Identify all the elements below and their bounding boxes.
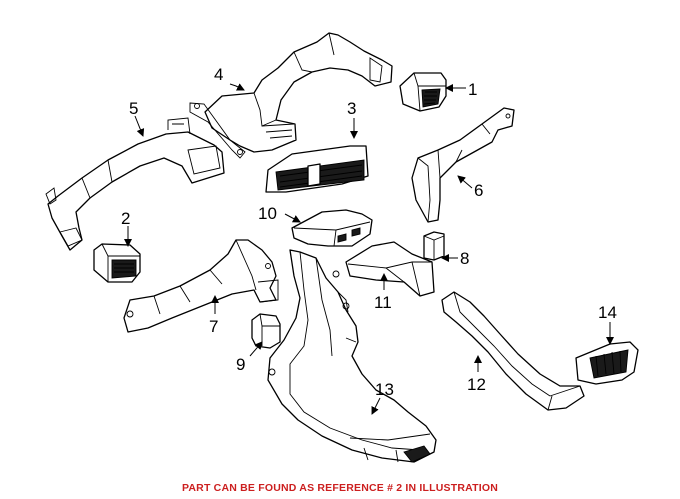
part-1-vent[interactable] [399,72,447,112]
callout-14: 14 [598,303,617,322]
part-3-center-vent[interactable] [265,145,369,193]
part-9-block[interactable] [251,313,281,349]
part-8-connector[interactable] [423,231,445,261]
leader-10 [284,213,301,223]
callout-8: 8 [460,249,469,268]
leader-4 [229,83,245,91]
leader-lines [124,83,614,415]
part-10-duct[interactable] [291,209,373,247]
leader-5 [134,115,145,137]
leader-13 [371,397,381,415]
part-14-vent[interactable] [575,341,639,385]
part-11-duct[interactable] [345,241,435,297]
reference-caption: PART CAN BE FOUND AS REFERENCE # 2 IN IL… [181,482,499,494]
part-5-left-duct[interactable] [45,117,225,251]
part-7-left-lower-duct[interactable] [123,239,279,333]
callout-1: 1 [468,80,477,99]
callout-9: 9 [236,355,245,374]
callout-7: 7 [209,317,218,336]
part-4-upper-duct[interactable] [189,32,393,159]
callouts: 1 2 3 4 5 6 7 8 9 10 11 12 13 14 [121,65,617,399]
part-6-right-duct[interactable] [411,107,515,223]
callout-12: 12 [467,375,486,394]
leader-6 [457,175,473,189]
callout-13: 13 [375,380,394,399]
callout-3: 3 [347,99,356,118]
callout-5: 5 [129,99,138,118]
part-12-right-duct[interactable] [441,291,585,411]
callout-4: 4 [214,65,223,84]
part-13-center-duct[interactable] [267,249,437,463]
callout-10: 10 [258,204,277,223]
part-2-vent[interactable] [93,243,141,283]
leader-9 [249,341,263,357]
callout-2: 2 [121,209,130,228]
callout-6: 6 [474,181,483,200]
callout-11: 11 [374,293,392,312]
